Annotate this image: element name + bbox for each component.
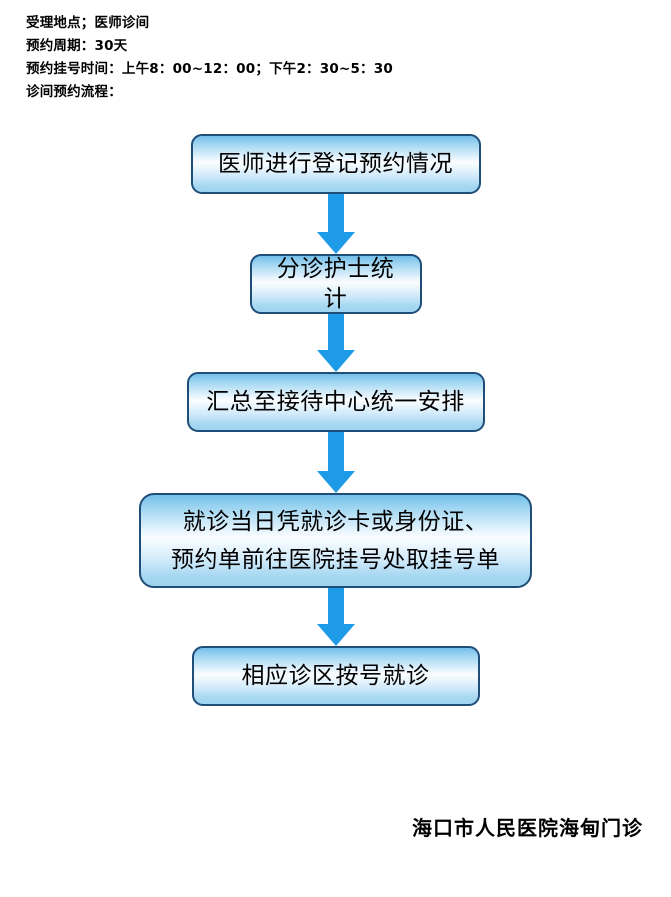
flow-step-1-row: 医师进行登记预约情况	[0, 134, 671, 194]
flow-node-label: 分诊护士统计	[276, 256, 395, 312]
arrow-shaft	[327, 194, 344, 232]
flow-node-label: 汇总至接待中心统一安排	[206, 389, 465, 415]
flow-node-bring-card-and-id[interactable]: 就诊当日凭就诊卡或身份证、 预约单前往医院挂号处取挂号单	[139, 493, 532, 588]
flow-arrow-1-row	[0, 194, 671, 254]
flow-step-3-row: 汇总至接待中心统一安排	[0, 372, 671, 432]
flow-node-doctor-registers[interactable]: 医师进行登记预约情况	[190, 134, 481, 194]
header-line-booking-hours: 预约挂号时间：上午8：00~12：00；下午2：30~5：30	[26, 61, 393, 77]
arrow-shaft	[327, 588, 344, 624]
down-arrow-icon	[316, 314, 355, 372]
flow-arrow-4-row	[0, 588, 671, 646]
flow-arrow-2-row	[0, 314, 671, 372]
flow-step-2-row: 分诊护士统计	[0, 254, 671, 314]
down-arrow-icon	[316, 588, 355, 646]
flowchart: 医师进行登记预约情况 分诊护士统计 汇总至接待中心统一安排 就诊当日凭就诊卡	[0, 134, 671, 706]
arrow-head	[316, 624, 355, 646]
flow-node-label: 医师进行登记预约情况	[218, 151, 453, 177]
arrow-shaft	[327, 432, 344, 471]
flow-node-reception-center-arrangement[interactable]: 汇总至接待中心统一安排	[186, 372, 485, 432]
flow-node-triage-nurse-statistics[interactable]: 分诊护士统计	[249, 254, 422, 314]
flow-arrow-3-row	[0, 432, 671, 493]
down-arrow-icon	[316, 194, 355, 254]
header-info-block: 受理地点；医师诊间 预约周期：30天 预约挂号时间：上午8：00~12：00；下…	[26, 12, 626, 104]
arrow-shaft	[327, 314, 344, 350]
flow-node-label: 相应诊区按号就诊	[241, 663, 430, 689]
footer-hospital-name: 海口市人民医院海甸门诊	[412, 816, 643, 840]
flow-node-label: 就诊当日凭就诊卡或身份证、 预约单前往医院挂号处取挂号单	[171, 508, 500, 573]
flow-step-4-row: 就诊当日凭就诊卡或身份证、 预约单前往医院挂号处取挂号单	[0, 493, 671, 588]
header-line-location: 受理地点；医师诊间	[26, 15, 150, 31]
header-line-process-title: 诊间预约流程：	[26, 84, 122, 100]
arrow-head	[316, 350, 355, 372]
flow-step-5-row: 相应诊区按号就诊	[0, 646, 671, 706]
flow-node-visit-clinic-by-number[interactable]: 相应诊区按号就诊	[191, 646, 480, 706]
arrow-head	[316, 471, 355, 493]
arrow-head	[316, 232, 355, 254]
header-line-booking-cycle: 预约周期：30天	[26, 38, 128, 54]
down-arrow-icon	[316, 432, 355, 493]
